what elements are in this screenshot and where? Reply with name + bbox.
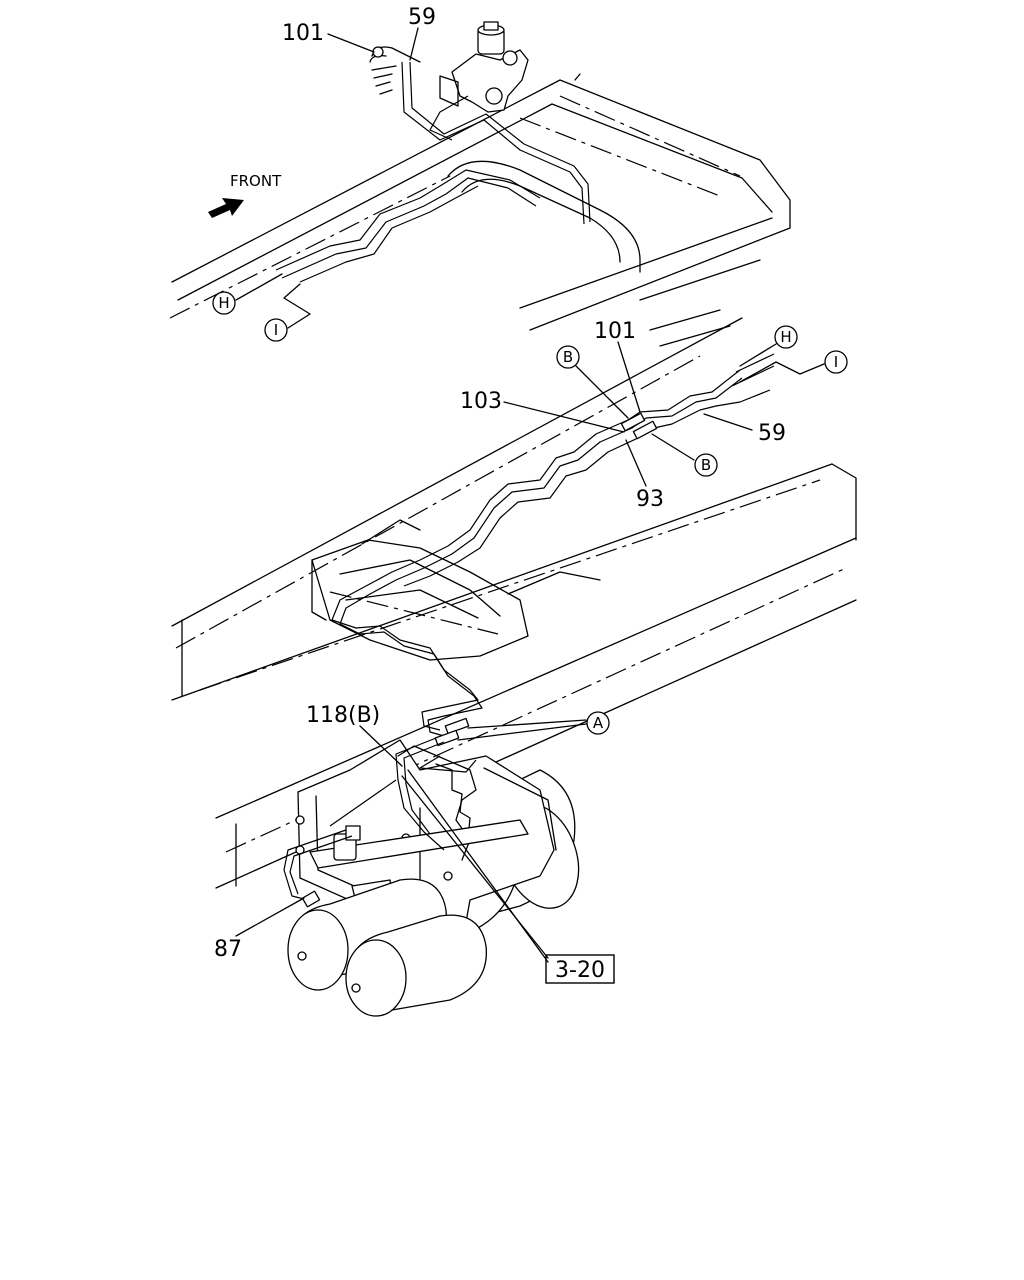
marker-i-top	[264, 318, 288, 342]
marker-b-lower-text: B	[701, 456, 711, 474]
part-label-118b: 118(B)	[306, 703, 380, 728]
arrow-icon	[208, 198, 244, 218]
front-label: FRONT	[230, 172, 282, 190]
reference-box	[545, 954, 615, 984]
marker-b-lower	[694, 453, 718, 477]
part-label-87: 87	[214, 937, 242, 962]
pipe-connector-a-1	[444, 717, 470, 735]
marker-i-mid-text: I	[834, 353, 838, 371]
upper-frame-rail	[169, 73, 791, 331]
brake-valve-assembly	[369, 21, 529, 113]
pipe-connector-a-2	[434, 729, 460, 747]
marker-b-upper	[556, 345, 580, 369]
middle-frame-rail	[171, 309, 857, 889]
reference-box-text: 3-20	[555, 958, 605, 983]
marker-b-upper-text: B	[563, 348, 573, 366]
marker-a-text: A	[593, 714, 604, 732]
marker-i-top-text: I	[274, 321, 278, 339]
part-label-103: 103	[460, 389, 502, 414]
marker-h-top-text: H	[218, 294, 229, 312]
upper-callouts: 101 59 H I	[212, 5, 436, 342]
middle-brake-pipes	[331, 353, 775, 747]
lower-callouts: 118(B) 87 3-20	[214, 703, 615, 984]
lower-brake-pipes	[283, 737, 477, 908]
front-direction-indicator: FRONT	[208, 172, 282, 218]
pipe-connector-b-upper	[620, 412, 646, 432]
marker-h-mid	[774, 325, 798, 349]
upper-brake-pipes	[275, 61, 591, 283]
marker-i-mid	[824, 350, 848, 374]
part-label-101-mid: 101	[594, 319, 636, 344]
part-label-93: 93	[636, 487, 664, 512]
part-label-59-mid: 59	[758, 421, 786, 446]
marker-a	[586, 711, 610, 735]
part-label-101-top: 101	[282, 21, 324, 46]
marker-h-mid-text: H	[780, 328, 791, 346]
part-label-59-top: 59	[408, 5, 436, 30]
pipe-connector-b-lower	[632, 420, 658, 440]
marker-h-top	[212, 291, 236, 315]
middle-callouts: 101 103 59 93 B H I B A	[457, 319, 848, 741]
air-tank-assembly	[287, 739, 580, 1017]
